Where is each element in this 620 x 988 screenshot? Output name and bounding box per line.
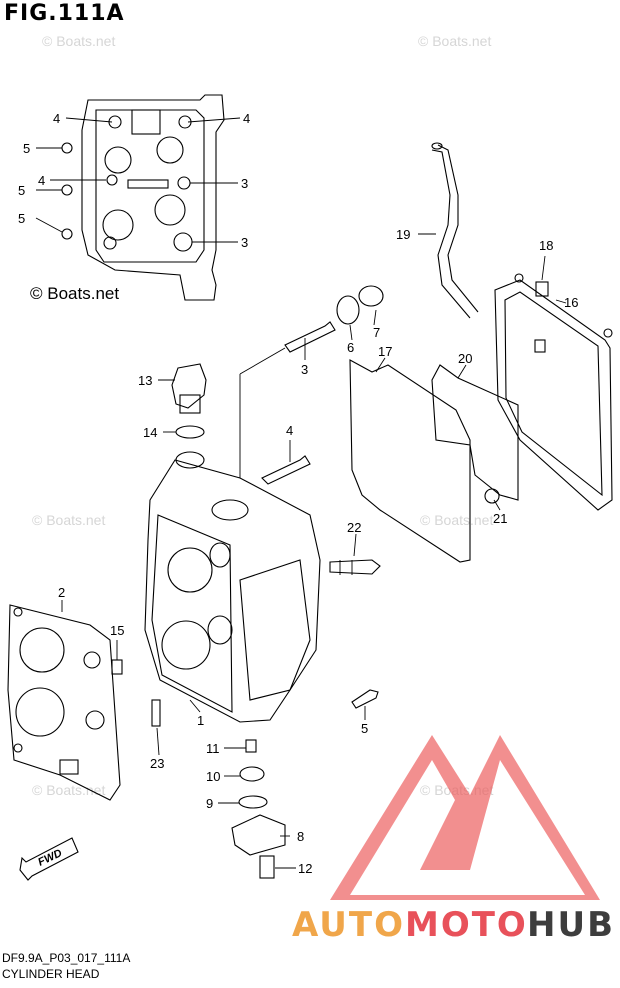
oil-filler-cap xyxy=(171,363,207,414)
callout-23: 23 xyxy=(150,756,164,771)
head-gasket xyxy=(7,604,121,801)
bushing-10 xyxy=(239,766,265,782)
callout-4: 4 xyxy=(286,423,293,438)
callout-2: 2 xyxy=(58,585,65,600)
o-ring-9 xyxy=(238,795,268,809)
cover-8 xyxy=(231,814,286,856)
callout-17: 17 xyxy=(378,344,392,359)
callout-19: 19 xyxy=(396,227,410,242)
callout-9: 9 xyxy=(206,796,213,811)
callout-top-5a: 5 xyxy=(23,141,30,156)
bolt-4 xyxy=(261,455,311,485)
spark-plug xyxy=(329,559,381,575)
callout-21: 21 xyxy=(493,511,507,526)
callout-top-5b: 5 xyxy=(18,183,25,198)
screw-21 xyxy=(484,488,500,504)
callout-8: 8 xyxy=(297,829,304,844)
cover-gasket xyxy=(349,359,471,563)
filler-gasket xyxy=(175,425,205,439)
brand-auto: AUTO xyxy=(292,905,405,945)
callout-5: 5 xyxy=(361,721,368,736)
diagram-name: CYLINDER HEAD xyxy=(2,967,100,981)
callout-22: 22 xyxy=(347,520,361,535)
breather-hose xyxy=(431,142,479,319)
brand-logo-mark xyxy=(330,735,600,900)
brand-moto: MOTO xyxy=(405,905,528,945)
brand-wordmark: AUTO MOTO HUB xyxy=(292,905,615,945)
callout-top-4a: 4 xyxy=(53,111,60,126)
o-ring-6 xyxy=(336,295,360,325)
callout-15: 15 xyxy=(110,623,124,638)
callout-13: 13 xyxy=(138,373,152,388)
bolt-5 xyxy=(351,689,379,709)
cylinder-head-cover xyxy=(494,273,613,511)
watermark-primary: © Boats.net xyxy=(30,284,119,303)
pin-23 xyxy=(151,699,161,727)
watermark-faded-1: © Boats.net xyxy=(42,33,115,49)
watermark-faded-3: © Boats.net xyxy=(32,512,105,528)
callout-6: 6 xyxy=(347,340,354,355)
fwd-arrow-icon: FWD xyxy=(19,837,79,881)
callout-top-3b: 3 xyxy=(241,235,248,250)
pin-15 xyxy=(111,659,123,675)
watermark-faded-5: © Boats.net xyxy=(32,782,105,798)
cylinder-head-top-view xyxy=(61,94,225,301)
watermark-faded-2: © Boats.net xyxy=(418,33,491,49)
callout-18: 18 xyxy=(539,238,553,253)
callout-1: 1 xyxy=(197,713,204,728)
brand-hub: HUB xyxy=(527,905,615,945)
callout-top-5c: 5 xyxy=(18,211,25,226)
plug-7 xyxy=(358,285,384,307)
callout-10: 10 xyxy=(206,769,220,784)
watermark-faded-4: © Boats.net xyxy=(420,512,493,528)
callout-11: 11 xyxy=(206,741,220,756)
bolt-12 xyxy=(259,855,275,879)
callout-16: 16 xyxy=(564,295,578,310)
bolt-11 xyxy=(245,739,257,753)
cover-plate xyxy=(431,364,519,501)
screw-18 xyxy=(535,281,549,297)
callout-14: 14 xyxy=(143,425,157,440)
callout-20: 20 xyxy=(458,351,472,366)
diagram-code: DF9.9A_P03_017_111A xyxy=(2,951,131,965)
cylinder-head-body xyxy=(144,451,321,723)
callout-7: 7 xyxy=(373,325,380,340)
callout-top-4c: 4 xyxy=(38,173,45,188)
callout-3: 3 xyxy=(301,362,308,377)
callout-top-3a: 3 xyxy=(241,176,248,191)
callout-top-4b: 4 xyxy=(243,111,250,126)
leader-lines xyxy=(35,117,567,869)
callout-labels: 4 4 5 4 3 5 5 3 19 18 16 7 6 17 20 3 13 … xyxy=(18,111,578,876)
callout-12: 12 xyxy=(298,861,312,876)
bolt-3 xyxy=(284,321,336,353)
figure-title: FIG.111A xyxy=(4,1,125,26)
